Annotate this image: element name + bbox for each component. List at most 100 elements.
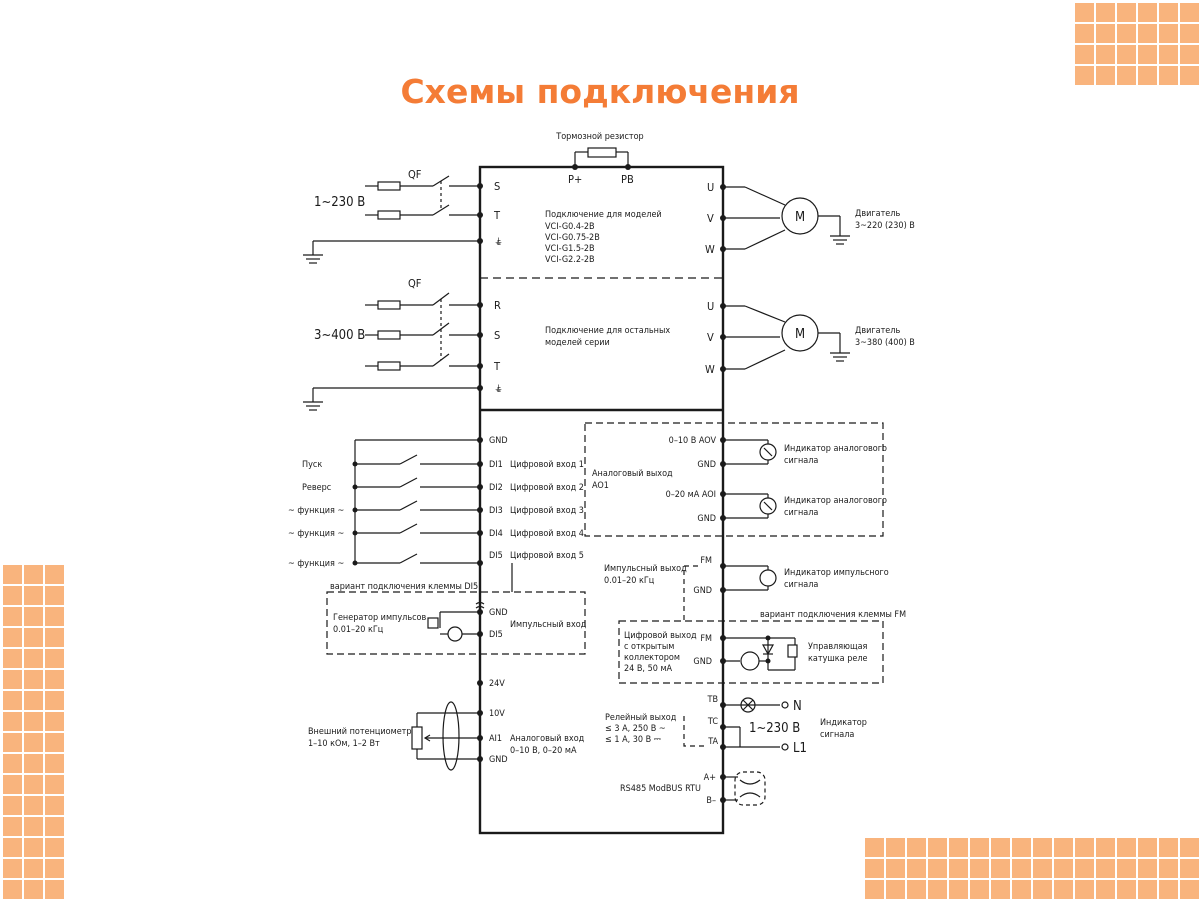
- decor-square: [907, 880, 926, 899]
- gnd1: GND: [697, 460, 716, 470]
- di4-name: ~ функция ~: [288, 529, 344, 539]
- l1-label: L1: [793, 741, 807, 756]
- ind-pulse-1: Индикатор импульсного: [784, 568, 889, 578]
- ind-pulse-2: сигнала: [784, 580, 818, 590]
- di4-terminal: DI4: [489, 529, 503, 539]
- decor-square: [1159, 880, 1178, 899]
- v230: 1~230 В: [749, 721, 800, 736]
- term-v-mid: V: [707, 331, 714, 344]
- decor-square: [45, 649, 64, 668]
- decor-square: [45, 607, 64, 626]
- decor-square: [1054, 859, 1073, 878]
- decor-square: [3, 628, 22, 647]
- decor-square: [45, 565, 64, 584]
- di5-desc: Цифровой вход 5: [510, 551, 584, 561]
- decor-square: [865, 859, 884, 878]
- decor-square: [3, 670, 22, 689]
- decor-square: [24, 754, 43, 773]
- ind-analog-2b: сигнала: [784, 508, 818, 518]
- di5-terminal: DI5: [489, 551, 503, 561]
- motor-mid: M: [795, 327, 805, 342]
- ai-gnd: GND: [489, 755, 508, 765]
- decor-square: [1075, 859, 1094, 878]
- term-e-top-letter: E: [497, 239, 501, 247]
- gnd2: GND: [697, 514, 716, 524]
- supply-mid: 3~400 В: [314, 328, 365, 343]
- decor-square: [24, 628, 43, 647]
- decor-square: [886, 838, 905, 857]
- decor-square: [24, 607, 43, 626]
- decor-square: [1033, 838, 1052, 857]
- digital-out-3: коллектором: [624, 653, 680, 663]
- decor-square: [1180, 838, 1199, 857]
- decor-square: [1075, 838, 1094, 857]
- decor-square: [45, 628, 64, 647]
- decor-square: [45, 775, 64, 794]
- ind-analog-1a: Индикатор аналогового: [784, 444, 887, 454]
- aoi: 0–20 мА AOI: [666, 490, 716, 500]
- di2-terminal: DI2: [489, 483, 503, 493]
- decor-square: [1117, 880, 1136, 899]
- di5-name: ~ функция ~: [288, 559, 344, 569]
- di3-terminal: DI3: [489, 506, 503, 516]
- decor-square: [886, 880, 905, 899]
- decor-square: [1033, 859, 1052, 878]
- decor-square: [24, 859, 43, 878]
- ind-analog-2a: Индикатор аналогового: [784, 496, 887, 506]
- decor-square: [1033, 880, 1052, 899]
- di1-name: Пуск: [302, 460, 322, 470]
- gnd-di: GND: [489, 436, 508, 446]
- decor-square: [3, 838, 22, 857]
- decor-square: [970, 838, 989, 857]
- decor-square: [949, 859, 968, 878]
- decor-square: [1117, 859, 1136, 878]
- term-r-mid: R: [494, 299, 501, 312]
- relay-out-3: ≤ 1 А, 30 В ⎓: [605, 735, 661, 745]
- decor-square: [886, 859, 905, 878]
- decor-square: [3, 859, 22, 878]
- inverter-body: [478, 165, 725, 835]
- decor-square: [24, 775, 43, 794]
- decor-square: [1012, 880, 1031, 899]
- qf-label-mid: QF: [408, 277, 422, 290]
- term-e-mid-letter: E: [497, 386, 501, 394]
- decor-square: [1138, 859, 1157, 878]
- pb-label: PB: [621, 173, 634, 186]
- analog-out-2: AO1: [592, 481, 609, 491]
- term-s-top: S: [494, 180, 500, 193]
- motor-mid-label-1: Двигатель: [855, 326, 900, 336]
- pulse-gnd: GND: [489, 608, 508, 618]
- decor-square: [1138, 838, 1157, 857]
- term-w-mid: W: [705, 363, 715, 376]
- decor-square: [1180, 880, 1199, 899]
- ind-signal-2: сигнала: [820, 730, 854, 740]
- decor-square: [1012, 838, 1031, 857]
- decor-square: [991, 859, 1010, 878]
- rs485: RS485 ModBUS RTU: [620, 784, 701, 794]
- fm: FM: [700, 556, 712, 566]
- gnd4: GND: [693, 657, 712, 667]
- p-plus-label: P+: [568, 173, 582, 186]
- decor-square: [928, 838, 947, 857]
- di3-name: ~ функция ~: [288, 506, 344, 516]
- term-u-mid: U: [707, 300, 714, 313]
- decor-square: [3, 754, 22, 773]
- n-label: N: [793, 699, 802, 714]
- b-minus: B–: [706, 796, 716, 806]
- pulse-out-1: Импульсный выход: [604, 564, 687, 574]
- pulse-input: Импульсный вход: [510, 620, 587, 630]
- a-plus: A+: [704, 773, 716, 783]
- decor-square: [865, 880, 884, 899]
- analog-out-1: Аналоговый выход: [592, 469, 673, 479]
- decor-square: [1054, 838, 1073, 857]
- di5-variant: вариант подключения клеммы DI5: [330, 582, 478, 592]
- term-e-top: ⏚: [494, 237, 503, 248]
- decor-square: [3, 712, 22, 731]
- decor-square: [865, 838, 884, 857]
- decor-square: [24, 733, 43, 752]
- decor-square: [3, 649, 22, 668]
- pot-2: 1–10 кОм, 1–2 Вт: [308, 739, 380, 749]
- decor-square: [907, 859, 926, 878]
- decor-square: [1159, 859, 1178, 878]
- motor-mid-label-2: 3~380 (400) В: [855, 338, 915, 348]
